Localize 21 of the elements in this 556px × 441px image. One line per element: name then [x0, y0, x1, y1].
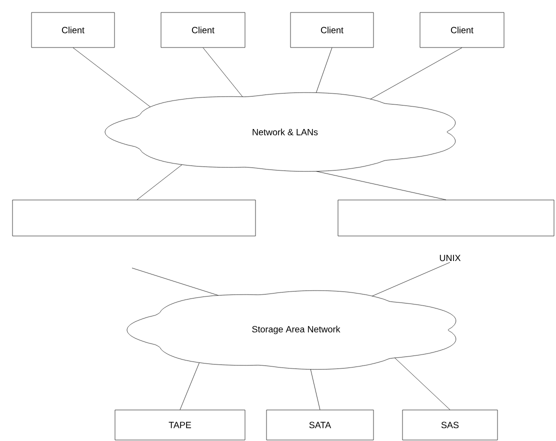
device-box: Client — [290, 12, 374, 48]
connector-line — [72, 47, 150, 108]
connector-line — [394, 358, 450, 410]
device-box: Client — [420, 12, 504, 48]
connector-line — [136, 164, 182, 200]
os-label: UNIX — [440, 254, 461, 262]
empty-box — [338, 200, 554, 236]
connector-line — [132, 268, 218, 296]
connector-line — [180, 362, 200, 410]
device-box: TAPE — [114, 410, 246, 440]
device-box: SAS — [402, 410, 498, 440]
connector-line — [372, 262, 450, 296]
connector-line — [202, 47, 243, 97]
empty-box — [12, 200, 256, 236]
connector-line — [316, 47, 332, 93]
connector-line — [370, 47, 462, 100]
device-box: Client — [31, 12, 115, 48]
connector-line — [310, 369, 320, 410]
connector-line — [316, 171, 446, 200]
device-box: Client — [160, 12, 246, 48]
device-box: SATA — [266, 410, 374, 440]
